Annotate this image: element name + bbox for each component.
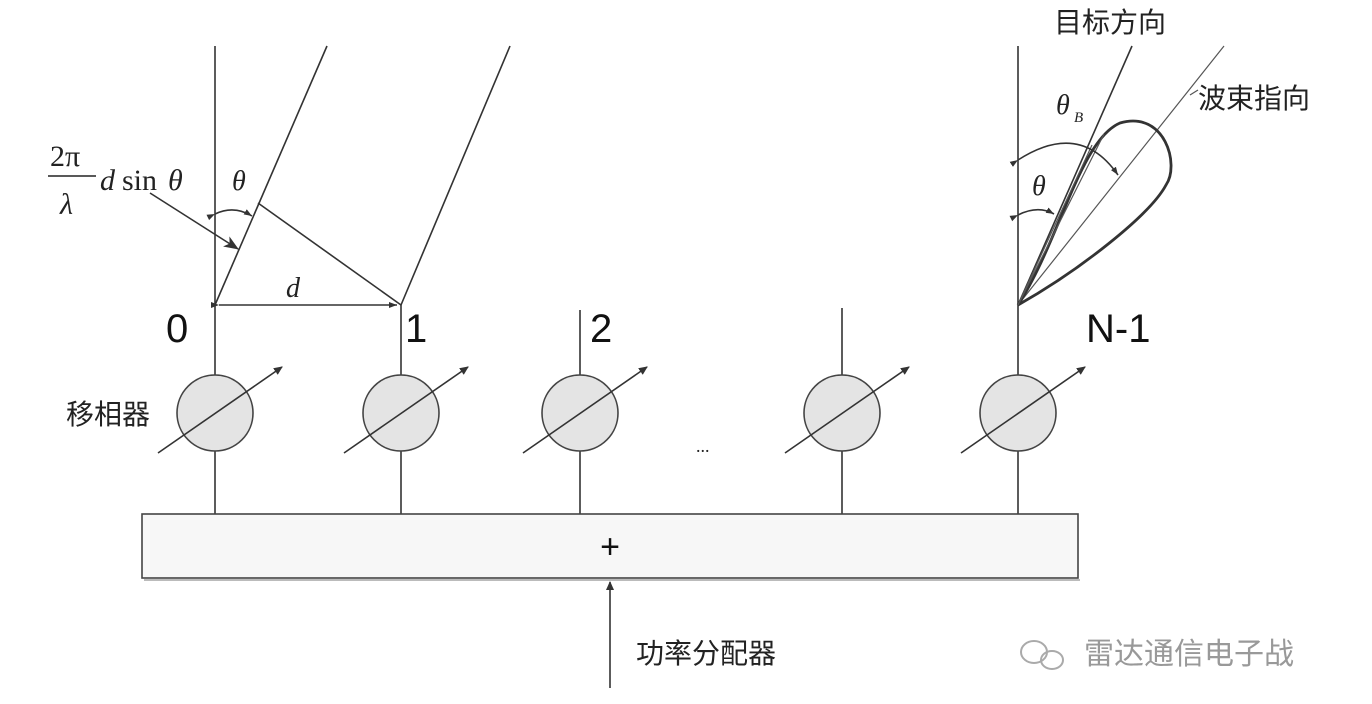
formula-denominator: λ: [59, 188, 73, 221]
ellipsis: ...: [696, 436, 710, 456]
phase-shifter-0: [157, 366, 283, 454]
summing-network-bar: [141, 513, 1079, 579]
ray-0: [214, 45, 328, 306]
phase-shifter-2: [522, 366, 648, 454]
beam-pointing-label: 波束指向: [1198, 82, 1310, 115]
formula-d: d: [100, 164, 116, 197]
wechat-icon: [1020, 640, 1064, 670]
formula-numerator: 2π: [50, 140, 80, 173]
power-divider-label: 功率分配器: [636, 637, 776, 670]
spacing-label: d: [286, 273, 301, 304]
element-index-1: 1: [405, 307, 427, 351]
theta-b-arc: [1009, 142, 1119, 176]
element-index-n1: N-1: [1086, 307, 1150, 351]
element-index-0: 0: [166, 307, 188, 351]
element-index-2: 2: [590, 307, 612, 351]
summer-plus: +: [600, 528, 620, 566]
formula-sin: sin: [122, 164, 157, 197]
phase-shifter-n1: [960, 366, 1086, 454]
phase-shifter-n2: [784, 366, 910, 454]
phase-shifter-label: 移相器: [66, 398, 150, 431]
formula-leader-arrow: [149, 192, 239, 250]
beam-lobe: [1016, 119, 1173, 307]
theta-b-subscript: B: [1074, 110, 1083, 126]
theta-b-label: θ: [1056, 90, 1070, 121]
theta-right-label: θ: [1032, 171, 1046, 202]
path-difference-line: [257, 202, 402, 306]
beam-pointing-line: [1017, 45, 1225, 306]
phase-shifter-1: [343, 366, 469, 454]
formula-theta: θ: [168, 164, 183, 197]
target-direction-line: [1017, 45, 1133, 306]
target-direction-label: 目标方向: [1054, 6, 1166, 39]
theta-arc: [206, 209, 253, 221]
theta-arc-right: [1009, 207, 1055, 222]
theta-label: θ: [232, 166, 246, 197]
beam-pointing-leader: [1189, 89, 1199, 96]
ray-1: [400, 45, 511, 306]
watermark-text: 雷达通信电子战: [1084, 637, 1294, 672]
